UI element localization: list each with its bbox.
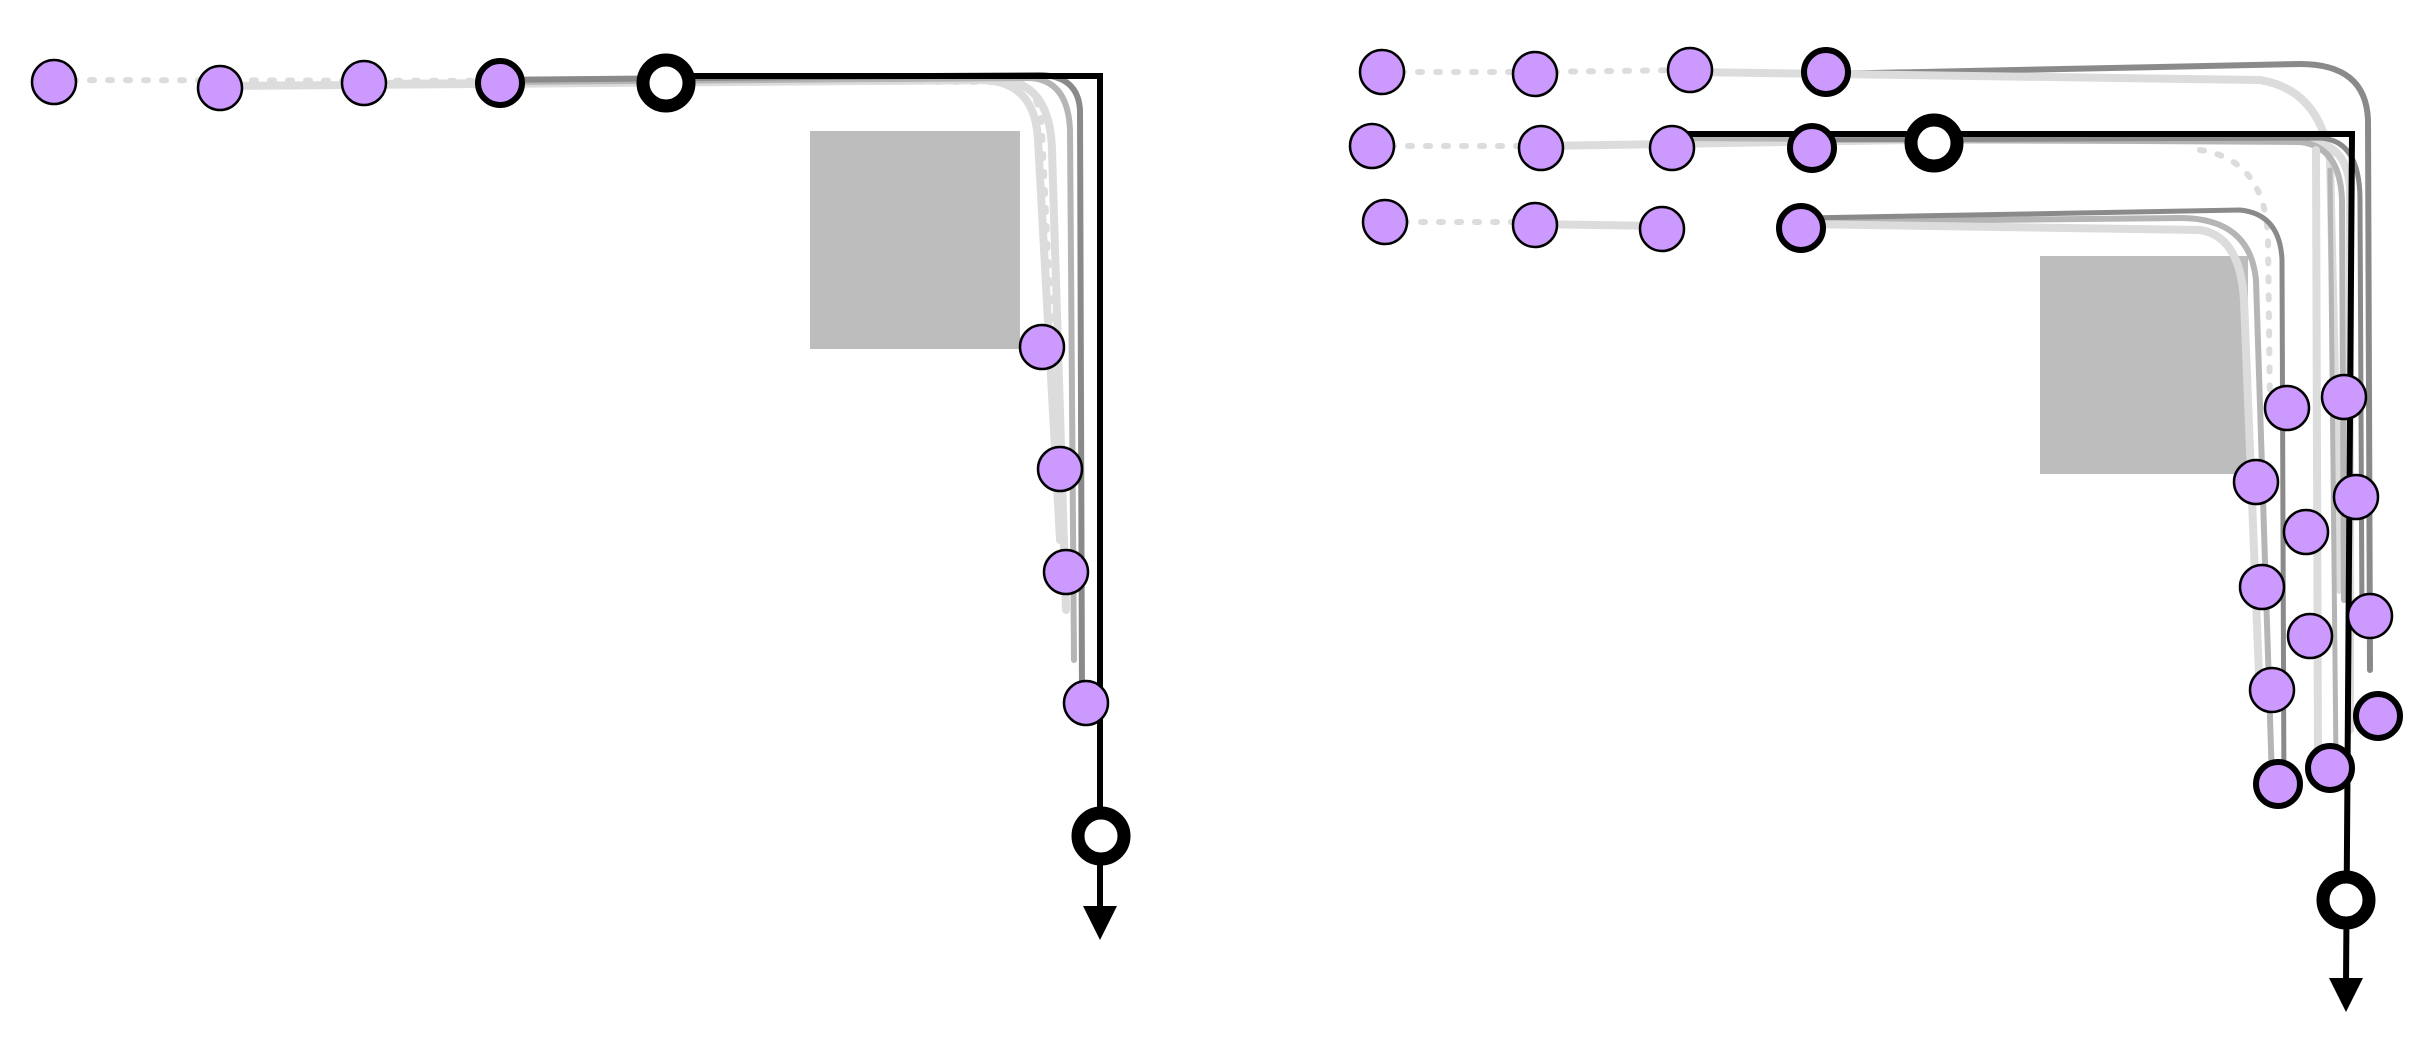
trajectory-trails (1369, 60, 2373, 803)
arrow-down-icon (2329, 978, 2363, 1012)
trail-mid-3 (2327, 167, 2339, 763)
agent (1801, 47, 1851, 97)
left-panel (30, 53, 1131, 940)
agent (475, 58, 525, 108)
agent (196, 64, 244, 112)
agent (1666, 46, 1714, 94)
trail-light-5 (2312, 146, 2322, 764)
agent (2286, 612, 2334, 660)
agent (1648, 124, 1696, 172)
agent (2353, 691, 2403, 741)
agent (2332, 473, 2380, 521)
agent-group-right (1348, 46, 2403, 809)
agent (2305, 743, 2355, 793)
goal-ring (636, 53, 696, 113)
agent (2282, 508, 2330, 556)
agent (1361, 198, 1409, 246)
agent (30, 58, 78, 106)
agent (1042, 548, 1090, 596)
agent (340, 59, 388, 107)
agent (2263, 384, 2311, 432)
right-panel (1348, 46, 2403, 1012)
obstacle-block (2040, 256, 2248, 474)
agent-group-left (30, 58, 1110, 727)
agent (1787, 123, 1837, 173)
obstacle-block (810, 131, 1020, 349)
agent (1517, 124, 1565, 172)
trail-dotted (1532, 67, 1693, 75)
agent (1036, 445, 1084, 493)
arrow-down-icon (1083, 906, 1117, 940)
agent (2238, 563, 2286, 611)
trail-light-4 (1796, 220, 2264, 704)
agent (2346, 592, 2394, 640)
agent (1638, 205, 1686, 253)
agent (1062, 679, 1110, 727)
agent (2320, 373, 2368, 421)
goal-ring (2316, 870, 2376, 930)
trail-mid-1 (1669, 135, 2347, 603)
agent (1511, 201, 1559, 249)
agent (2248, 666, 2296, 714)
agent (1018, 323, 1066, 371)
agent (1348, 122, 1396, 170)
trail-dotted (2197, 147, 2273, 413)
agent (2232, 458, 2280, 506)
agent (2253, 759, 2303, 809)
agent (1511, 50, 1559, 98)
goal-ring (1904, 113, 1964, 173)
trail-dark-1 (1822, 60, 2373, 673)
agent (1776, 203, 1826, 253)
agent (1358, 48, 1406, 96)
leader-path (664, 73, 1103, 910)
goal-ring (1071, 806, 1131, 866)
trail-dark-3 (1803, 207, 2287, 803)
trail-mid-2 (1797, 214, 2275, 783)
